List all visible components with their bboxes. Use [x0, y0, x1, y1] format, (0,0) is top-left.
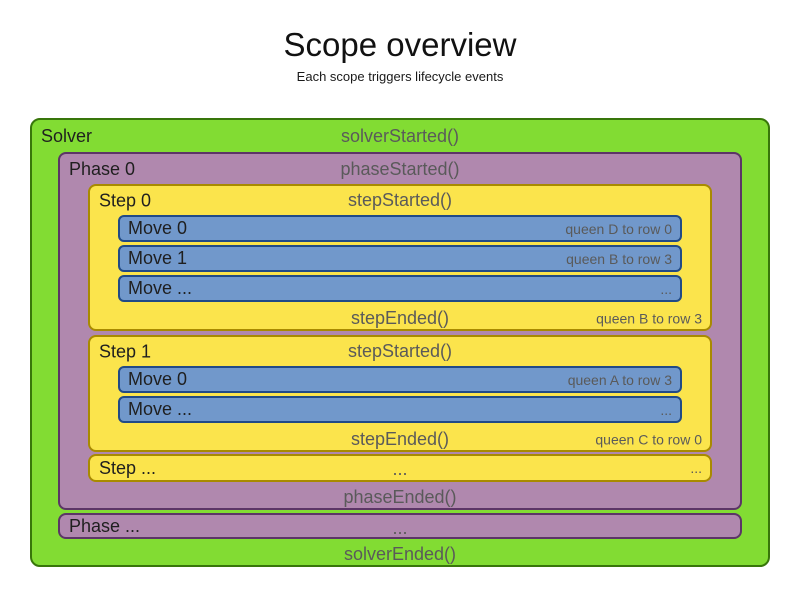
step-started-event: stepStarted()	[347, 190, 453, 210]
move-row: Move 1 queen B to row 3	[118, 245, 682, 272]
phase-more-label: Phase ...	[69, 516, 141, 536]
page-title: Scope overview	[283, 26, 517, 63]
phase-0-header: Phase 0 phaseStarted()	[60, 154, 740, 184]
step-1-label: Step 1	[99, 341, 152, 361]
phase-0-scope-box: Phase 0 phaseStarted() Step 0 stepStarte…	[58, 152, 742, 510]
step-ended-event: stepEnded()	[350, 308, 450, 328]
step-more-note: ...	[690, 460, 702, 476]
solver-ended-event: solverEnded()	[343, 544, 457, 564]
move-label: Move 1	[128, 248, 188, 268]
step-ended-note: queen B to row 3	[596, 310, 702, 326]
solver-started-event: solverStarted()	[340, 126, 460, 146]
step-ended-event: stepEnded()	[350, 429, 450, 449]
phase-more-row: Phase ... ...	[60, 515, 740, 538]
step-started-event: stepStarted()	[347, 341, 453, 361]
move-label: Move ...	[128, 399, 193, 419]
move-label: Move 0	[128, 369, 188, 389]
move-note: queen A to row 3	[567, 371, 672, 388]
move-row: Move 0 queen A to row 3	[118, 366, 682, 393]
phase-more-center: ...	[392, 518, 408, 538]
page-subtitle: Each scope triggers lifecycle events	[296, 69, 504, 84]
step-more-row: Step ... ... ...	[90, 456, 710, 480]
solver-label: Solver	[41, 126, 93, 146]
step-more-scope-box: Step ... ... ...	[88, 454, 712, 482]
step-0-header: Step 0 stepStarted()	[90, 186, 710, 215]
step-more-label: Step ...	[99, 458, 157, 478]
step-1-scope-box: Step 1 stepStarted() Move 0 queen A to r…	[88, 335, 712, 452]
phase-more-scope-box: Phase ... ...	[58, 513, 742, 539]
step-1-footer: stepEnded() queen C to row 0	[90, 426, 710, 453]
phase-started-event: phaseStarted()	[340, 159, 460, 179]
step-0-footer: stepEnded() queen B to row 3	[90, 305, 710, 332]
move-note: queen B to row 3	[566, 250, 672, 267]
phase-0-label: Phase 0	[69, 159, 136, 179]
move-label: Move ...	[128, 278, 193, 298]
move-label: Move 0	[128, 218, 188, 238]
step-ended-note: queen C to row 0	[595, 431, 702, 447]
solver-scope-box: Solver solverStarted() Phase 0 phaseStar…	[30, 118, 770, 567]
phase-ended-event: phaseEnded()	[343, 487, 457, 507]
move-row: Move ... ...	[118, 396, 682, 423]
move-note: queen D to row 0	[565, 220, 672, 237]
move-note: ...	[660, 401, 672, 418]
solver-header: Solver solverStarted()	[32, 120, 768, 152]
move-row: Move 0 queen D to row 0	[118, 215, 682, 242]
step-1-header: Step 1 stepStarted()	[90, 337, 710, 366]
move-row: Move ... ...	[118, 275, 682, 302]
move-note: ...	[660, 280, 672, 297]
step-more-center: ...	[392, 459, 408, 479]
step-0-label: Step 0	[99, 190, 152, 210]
step-0-scope-box: Step 0 stepStarted() Move 0 queen D to r…	[88, 184, 712, 331]
